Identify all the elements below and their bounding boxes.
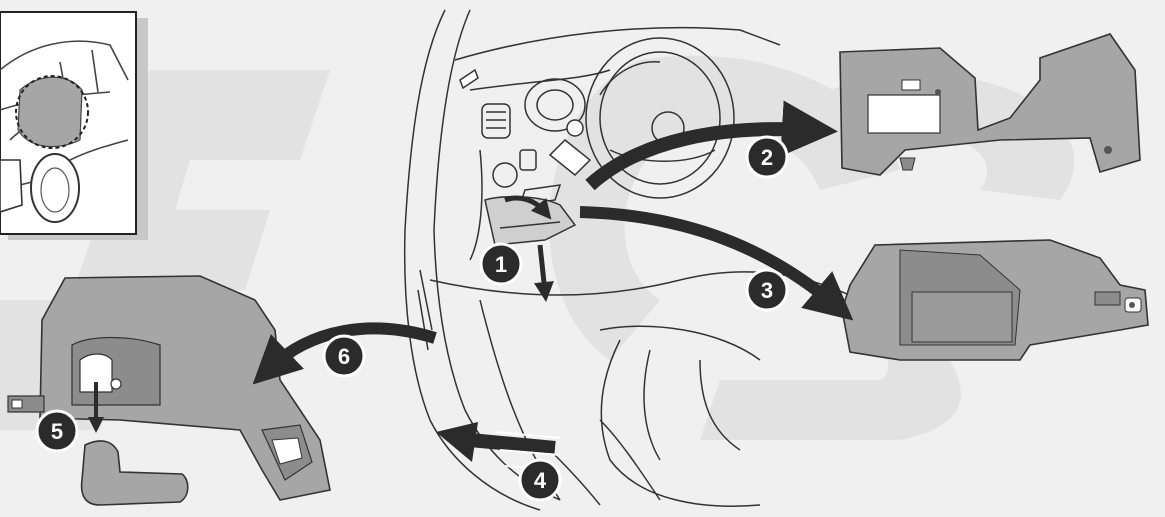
step-badge-3: 3 [747,270,787,310]
lower-trim-part [842,240,1148,360]
step-badge-4: 4 [520,460,560,500]
step-badge-6: 6 [324,336,364,376]
arrow-step-1b [540,245,545,292]
step-badge-1: 1 [481,244,521,284]
step-badge-2: 2 [747,137,787,177]
step-badge-5: 5 [37,411,77,451]
step-number-2: 2 [761,145,773,170]
step-number-6: 6 [338,344,350,369]
step-number-1: 1 [495,252,507,277]
car-location-inset [0,12,148,240]
step-number-3: 3 [761,278,773,303]
step-number-4: 4 [534,468,547,493]
side-trim-part [8,276,330,500]
step-number-5: 5 [51,419,63,444]
handle-cover-part [82,441,188,505]
